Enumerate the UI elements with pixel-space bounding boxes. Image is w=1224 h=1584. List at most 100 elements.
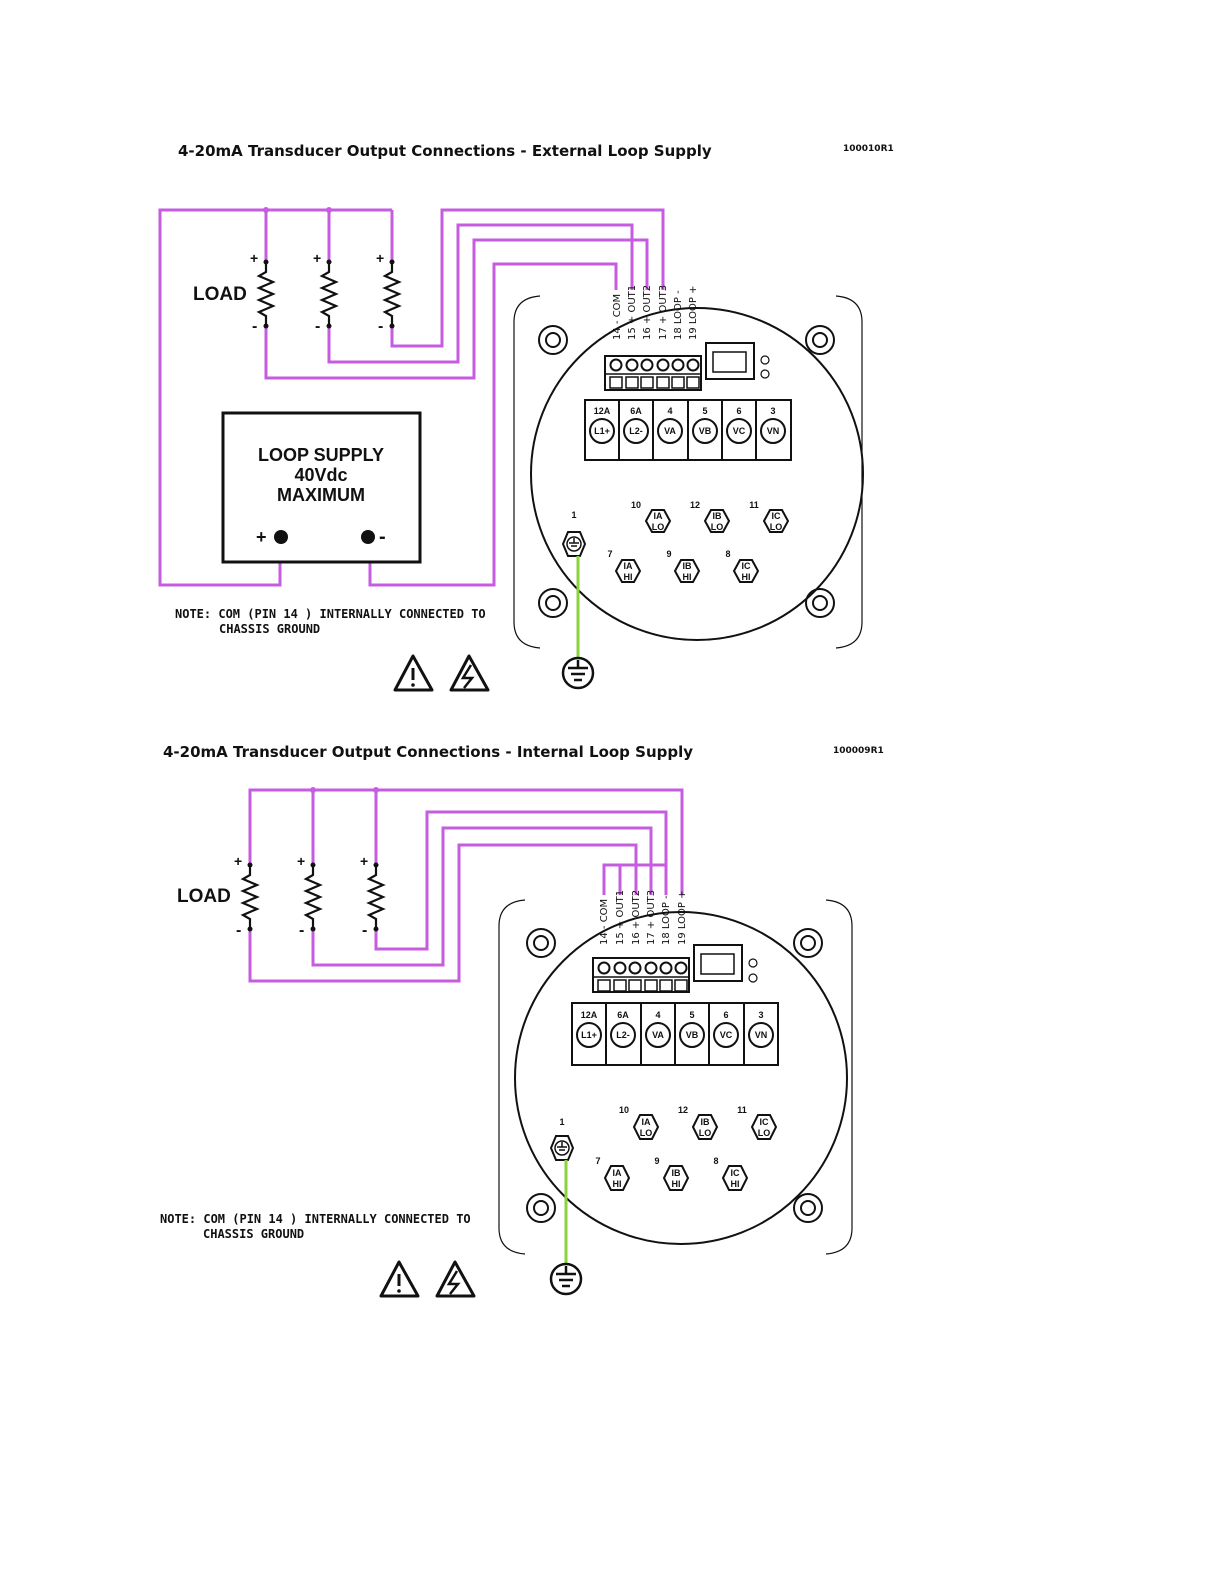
terminal-label: L1+ [581,1030,597,1040]
ethernet-port-icon [693,944,758,983]
plus-sign: + [360,853,368,869]
terminal-number: 10 [619,1105,629,1115]
terminal-label: IC [772,511,782,521]
high-voltage-icon [435,1260,476,1298]
terminal-label: HI [613,1179,622,1189]
minus-sign: - [236,922,241,939]
terminal-label: L2- [616,1030,630,1040]
terminal-label: HI [672,1179,681,1189]
pin-label: 19 LOOP + [688,286,699,340]
pin-label: 17 + OUT3 [658,285,669,340]
terminal-number: 9 [666,549,671,559]
terminal-label: IB [683,561,693,571]
terminal-label: VN [755,1030,768,1040]
terminal-number: 12 [678,1105,688,1115]
minus-sign: - [315,318,320,335]
minus-sign: - [378,318,383,335]
terminal-number: 5 [689,1010,694,1020]
terminal-label: IB [672,1168,682,1178]
high-voltage-icon [449,654,490,692]
pin-labels: 14 - COM 15 + OUT1 16 + OUT2 17 + OUT3 1… [612,285,699,340]
terminal-label: HI [731,1179,740,1189]
terminal-number: 6A [617,1010,629,1020]
supply-line-3: MAXIMUM [277,485,365,505]
terminal-label: LO [770,522,783,532]
note-line-1: NOTE: COM (PIN 14 ) INTERNALLY CONNECTED… [160,1212,471,1226]
internal-loop-diagram: 4-20mA Transducer Output Connections - I… [160,743,884,1298]
ground-terminal: 1 [561,510,587,557]
load-resistors: + + + - - - LOAD [177,853,386,939]
doc-id: 100010R1 [843,144,894,154]
meter-panel: 14 - COM 15 + OUT1 16 + OUT2 17 + OUT3 1… [498,890,853,1255]
pin-label: 15 + OUT1 [627,285,638,340]
terminal-label: IA [624,561,634,571]
meter-panel: 14 - COM 15 + OUT1 16 + OUT2 17 + OUT3 1… [513,285,864,649]
terminal-number: 6A [630,406,642,416]
terminal-number: 8 [725,549,730,559]
terminal-number: 8 [713,1156,718,1166]
pin-labels: 14 - COM 15 + OUT1 16 + OUT2 17 + OUT3 1… [599,890,688,945]
diagram-title: 4-20mA Transducer Output Connections - E… [178,142,712,160]
terminal-label: VB [699,426,712,436]
terminal-label: IA [642,1117,652,1127]
terminal-label: HI [742,572,751,582]
external-loop-diagram: 4-20mA Transducer Output Connections - E… [158,142,894,692]
pin-label: 17 + OUT3 [646,890,657,945]
terminal-label: HI [683,572,692,582]
terminal-label: HI [624,572,633,582]
minus-sign: - [252,318,257,335]
terminal-label: LO [699,1128,712,1138]
terminal-number: 4 [655,1010,660,1020]
minus-sign: - [362,922,367,939]
terminal-label: IA [613,1168,623,1178]
terminal-number: 1 [571,510,576,520]
terminal-label: IB [701,1117,711,1127]
terminal-number: 10 [631,500,641,510]
terminal-label: L1+ [594,426,610,436]
warning-icon [393,654,434,692]
output-terminal-block [604,355,702,391]
ground-icon [561,656,595,690]
terminal-number: 4 [667,406,672,416]
warning-icon [379,1260,420,1298]
terminal-number: 12A [581,1010,598,1020]
terminal-label: VN [767,426,780,436]
voltage-terminal-strip: 12A 6A 4 5 6 3 L1+ L2- VA VB VC VN [571,1002,779,1066]
load-label: LOAD [193,284,247,305]
current-hi-terminals: 7 9 8 IA IB IC HI HI HI [607,549,760,583]
terminal-label: VA [664,426,676,436]
terminal-number: 11 [737,1105,747,1115]
terminal-number: 5 [702,406,707,416]
terminal-number: 7 [595,1156,600,1166]
terminal-label: L2- [629,426,643,436]
plus-sign: + [234,853,242,869]
terminal-label: IC [760,1117,770,1127]
terminal-number: 3 [758,1010,763,1020]
terminal-number: 1 [559,1117,564,1127]
load-resistors: + + + - - - LOAD [193,250,402,335]
terminal-label: LO [758,1128,771,1138]
load-label: LOAD [177,886,231,907]
terminal-number: 9 [654,1156,659,1166]
current-lo-terminals: 10 12 11 IA IB IC LO LO LO [619,1105,778,1140]
pin-label: 16 + OUT2 [631,890,642,945]
pin-label: 19 LOOP + [677,891,688,945]
terminal-number: 3 [770,406,775,416]
terminal-label: VA [652,1030,664,1040]
loop-wiring [158,207,665,587]
note-line-2: CHASSIS GROUND [203,1227,304,1241]
terminal-label: VC [733,426,746,436]
current-hi-terminals: 7 9 8 IA IB IC HI HI HI [595,1156,749,1191]
supply-minus: - [379,526,386,548]
terminal-number: 12 [690,500,700,510]
pin-label: 18 LOOP - [661,895,672,945]
terminal-label: IB [713,511,723,521]
terminal-label: VC [720,1030,733,1040]
pin-label: 15 + OUT1 [615,890,626,945]
terminal-number: 11 [749,500,759,510]
ground-terminal: 1 [549,1117,575,1161]
terminal-number: 7 [607,549,612,559]
plus-sign: + [313,250,321,266]
supply-line-1: LOOP SUPPLY [258,445,384,465]
